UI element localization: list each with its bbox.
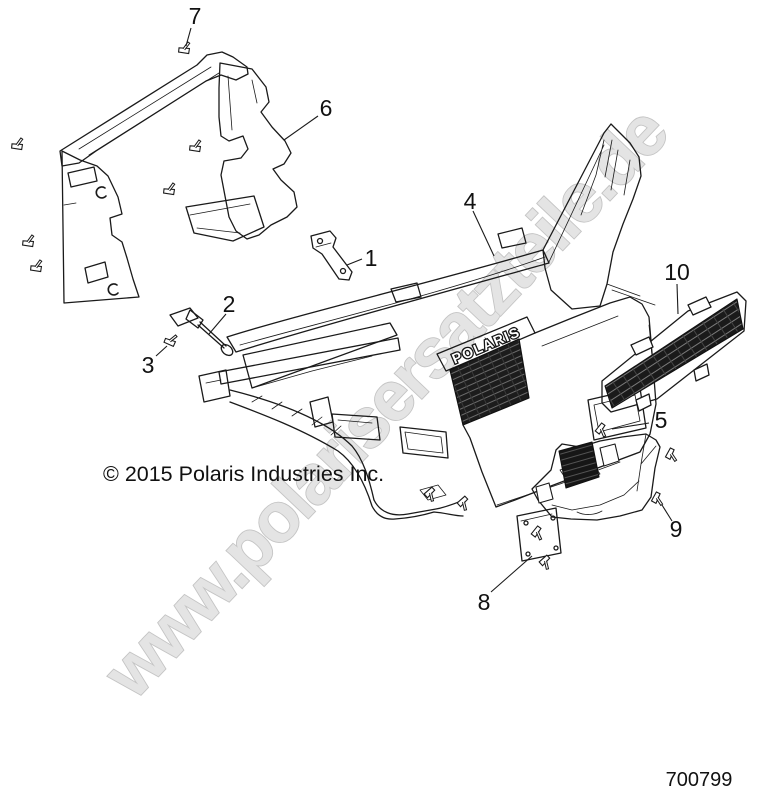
screw-icon — [188, 137, 204, 154]
callout-5: 5 — [655, 407, 668, 433]
screw-icon — [21, 232, 37, 249]
callout-layer: 1 2 3 4 5 6 7 8 9 10 — [142, 3, 690, 615]
callout-2: 2 — [223, 291, 236, 317]
callout-1: 1 — [365, 245, 378, 271]
screw-icon — [529, 524, 548, 543]
callout-10-leader — [676, 283, 679, 315]
callout-7: 7 — [189, 3, 202, 29]
callout-7-leader — [185, 27, 192, 47]
callout-10: 10 — [664, 259, 690, 285]
screw-icon — [663, 446, 682, 465]
callout-4-leader — [472, 210, 495, 257]
screw-icon — [177, 39, 193, 56]
screw-icon — [10, 135, 26, 152]
watermark-text: www.polarisersatzteile.de — [88, 93, 682, 713]
copyright-text: © 2015 Polaris Industries Inc. — [103, 462, 384, 486]
callout-4: 4 — [464, 188, 477, 214]
callout-1-leader — [346, 258, 363, 266]
part-2-latch-rod — [169, 307, 234, 357]
callout-3: 3 — [142, 352, 155, 378]
clip-icon — [95, 186, 107, 199]
callout-9-leader — [661, 504, 673, 522]
screw-icon — [162, 180, 178, 197]
callout-6: 6 — [320, 95, 333, 121]
screw-icon — [162, 330, 181, 349]
callout-9: 9 — [670, 516, 683, 542]
screw-icon — [29, 257, 45, 274]
callout-8-leader — [490, 555, 533, 593]
callout-8: 8 — [478, 589, 491, 615]
screw-icon — [649, 490, 668, 509]
part-number-text: 700799 — [666, 769, 733, 791]
part-1-bracket — [310, 230, 353, 281]
callout-3-leader — [155, 345, 168, 357]
callout-6-leader — [283, 115, 319, 141]
part-4-front-bumper-fascia — [198, 123, 657, 520]
callout-5-leader — [611, 422, 650, 430]
part-8-lower-closeoff-panel — [516, 433, 661, 562]
clip-icon — [107, 283, 119, 296]
screw-icon — [422, 486, 440, 504]
part-10-grille-insert — [601, 291, 747, 413]
screw-icon — [455, 495, 473, 513]
callout-2-leader — [208, 313, 227, 335]
part-6-heat-shield — [59, 51, 298, 304]
